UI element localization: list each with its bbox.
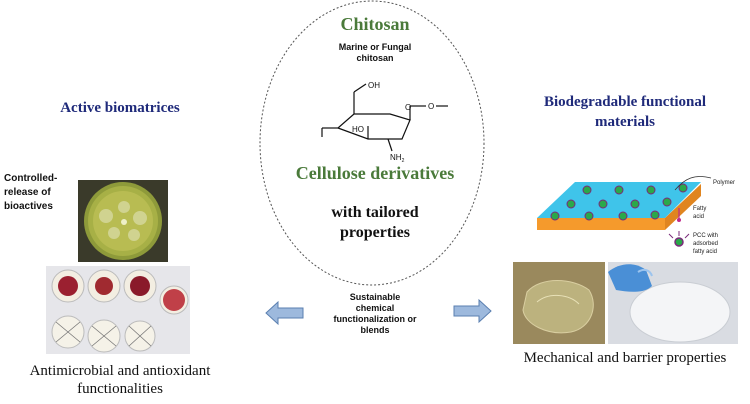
transparent-film-photo (513, 262, 605, 344)
tailored-line2: properties (340, 224, 410, 241)
tailored-line1: with tailored (331, 204, 419, 221)
antimicrobial-caption-line2: functionalities (77, 381, 163, 397)
controlled-line2: release of (4, 187, 51, 198)
legend-fatty-line1: Fatty (693, 206, 706, 212)
chem-oh-mid: HO (352, 125, 364, 134)
antimicrobial-caption: Antimicrobial and antioxidant functional… (0, 362, 240, 398)
method-text: Sustainable chemical functionalization o… (300, 292, 450, 336)
controlled-line3: bioactives (4, 201, 53, 212)
chem-link-o: O (428, 102, 434, 111)
controlled-release-text: Controlled- release of bioactives (4, 172, 66, 214)
chitosan-title: Chitosan (340, 14, 410, 34)
legend-pcc-line2: adsorbed (693, 241, 718, 247)
biodegradable-heading: Biodegradable functional materials (520, 92, 730, 132)
left-arrow-icon (265, 300, 304, 326)
coated-film-diagram (537, 176, 712, 247)
chem-ring-o: O (405, 103, 411, 112)
legend-fatty-line2: acid (693, 214, 704, 220)
dashed-oval (259, 0, 485, 286)
chem-nh2: NH2 (390, 153, 405, 164)
biodegradable-heading-line1: Biodegradable functional (543, 94, 707, 110)
agar-plates-photo (46, 266, 190, 354)
petri-dish-photo (78, 180, 168, 262)
white-film-photo (608, 262, 738, 344)
chitosan-source-line2: chitosan (356, 53, 394, 63)
method-line4: blends (360, 325, 390, 335)
mechanical-barrier-caption: Mechanical and barrier properties (523, 350, 727, 366)
tailored-properties-text: with tailored properties (300, 203, 450, 243)
active-biomatrices-heading: Active biomatrices (60, 100, 180, 116)
chem-oh-top: OH (368, 81, 380, 90)
method-line2: chemical (355, 303, 395, 313)
legend-pcc-line1: PCC with (693, 233, 718, 239)
antimicrobial-caption-line1: Antimicrobial and antioxidant (29, 363, 211, 379)
biodegradable-heading-line2: materials (595, 114, 655, 130)
chitosan-structure-icon (321, 83, 448, 152)
legend-polymer: Polymer (713, 180, 735, 186)
chitosan-source: Marine or Fungal chitosan (305, 42, 445, 64)
right-arrow-icon (453, 298, 492, 324)
method-line1: Sustainable (349, 292, 401, 302)
cellulose-derivatives-title: Cellulose derivatives (295, 163, 455, 183)
film-legend-text: Polymer Fatty acid PCC with adsorbed fat… (693, 180, 735, 255)
legend-pcc-line3: fatty acid (693, 249, 717, 255)
chitosan-source-line1: Marine or Fungal (338, 42, 412, 52)
controlled-line1: Controlled- (4, 173, 58, 184)
method-line3: functionalization or (333, 314, 417, 324)
